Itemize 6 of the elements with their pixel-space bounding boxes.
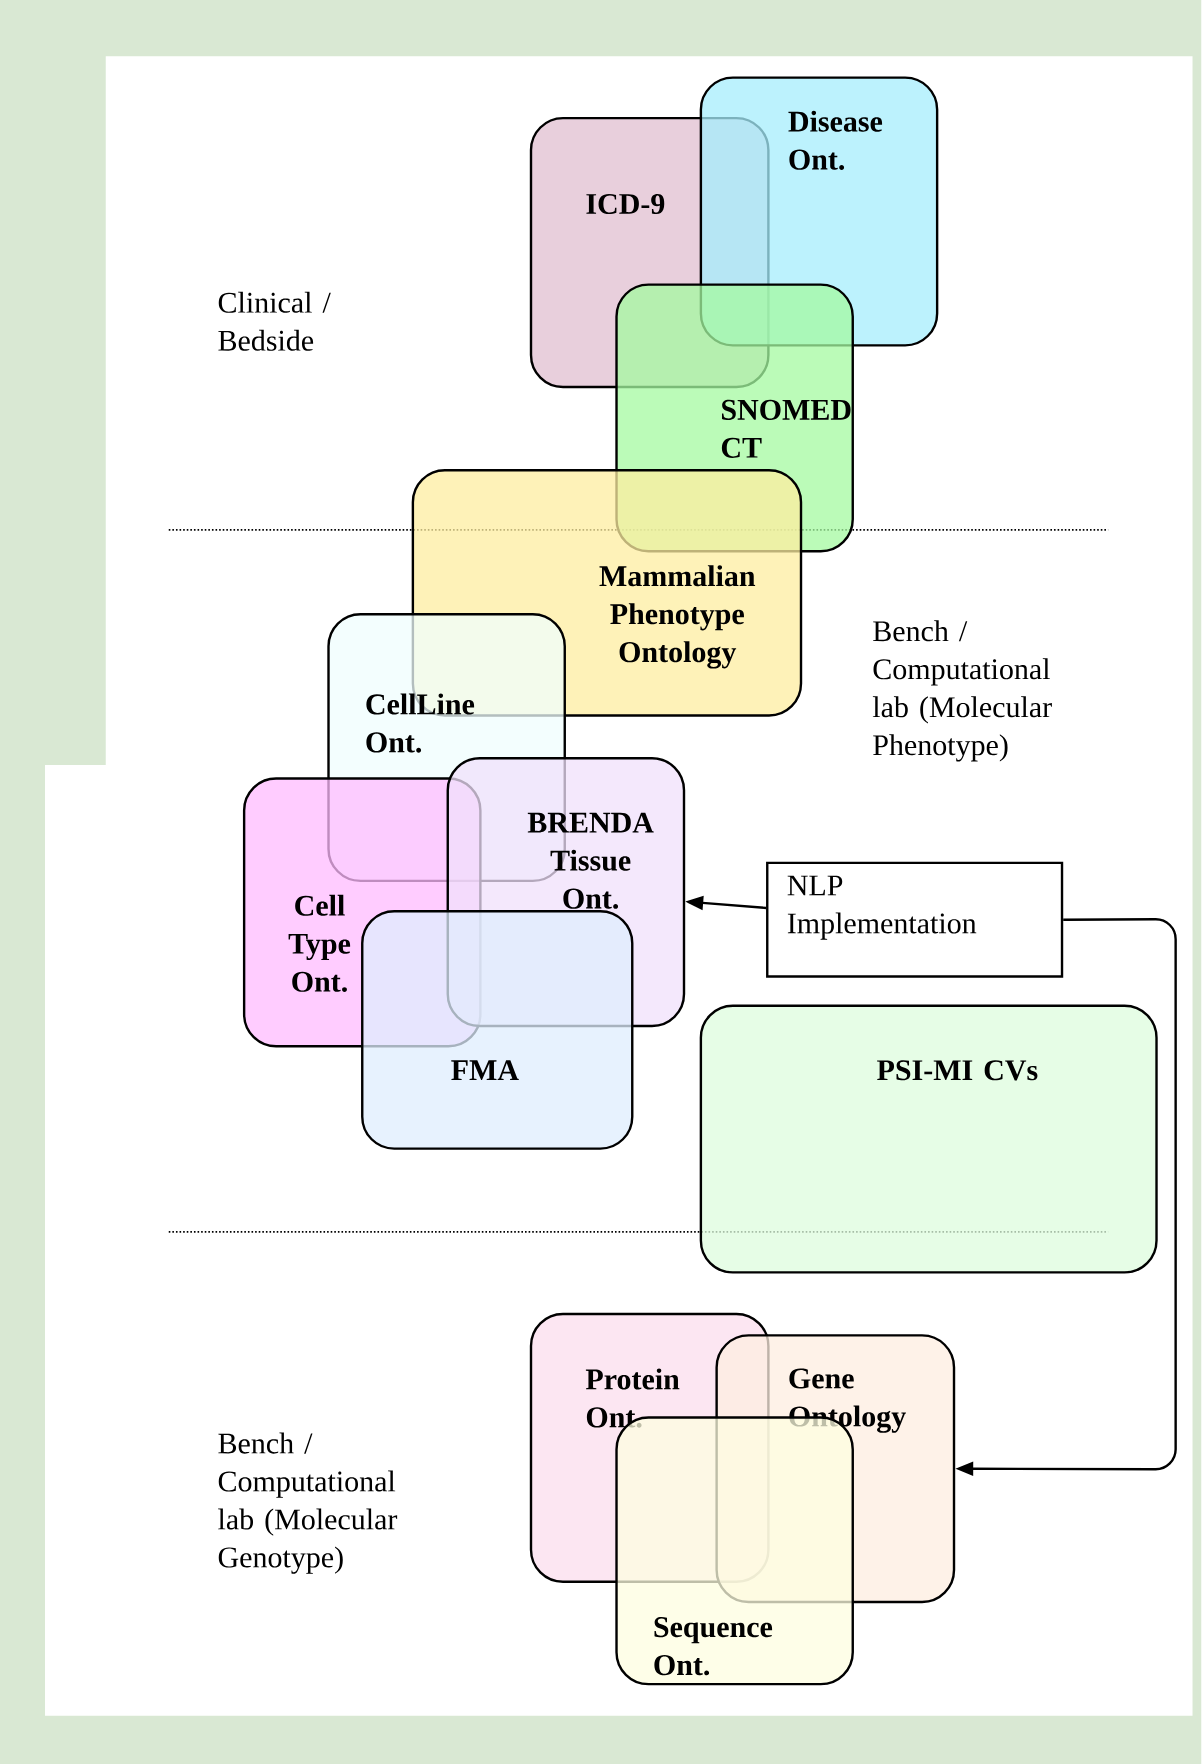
zone-label: Bench / Computational lab (Molecular Phenotype) bbox=[873, 620, 1053, 762]
ontology-box: PSI-MI CVs bbox=[699, 1004, 1158, 1274]
zone-label: Clinical / Bedside bbox=[218, 291, 332, 351]
text-box: NLP Implementation bbox=[766, 861, 1064, 978]
ontology-box: FMA bbox=[361, 910, 634, 1150]
zone-label: Bench / Computational lab (Molecular Genotype) bbox=[218, 1432, 398, 1574]
